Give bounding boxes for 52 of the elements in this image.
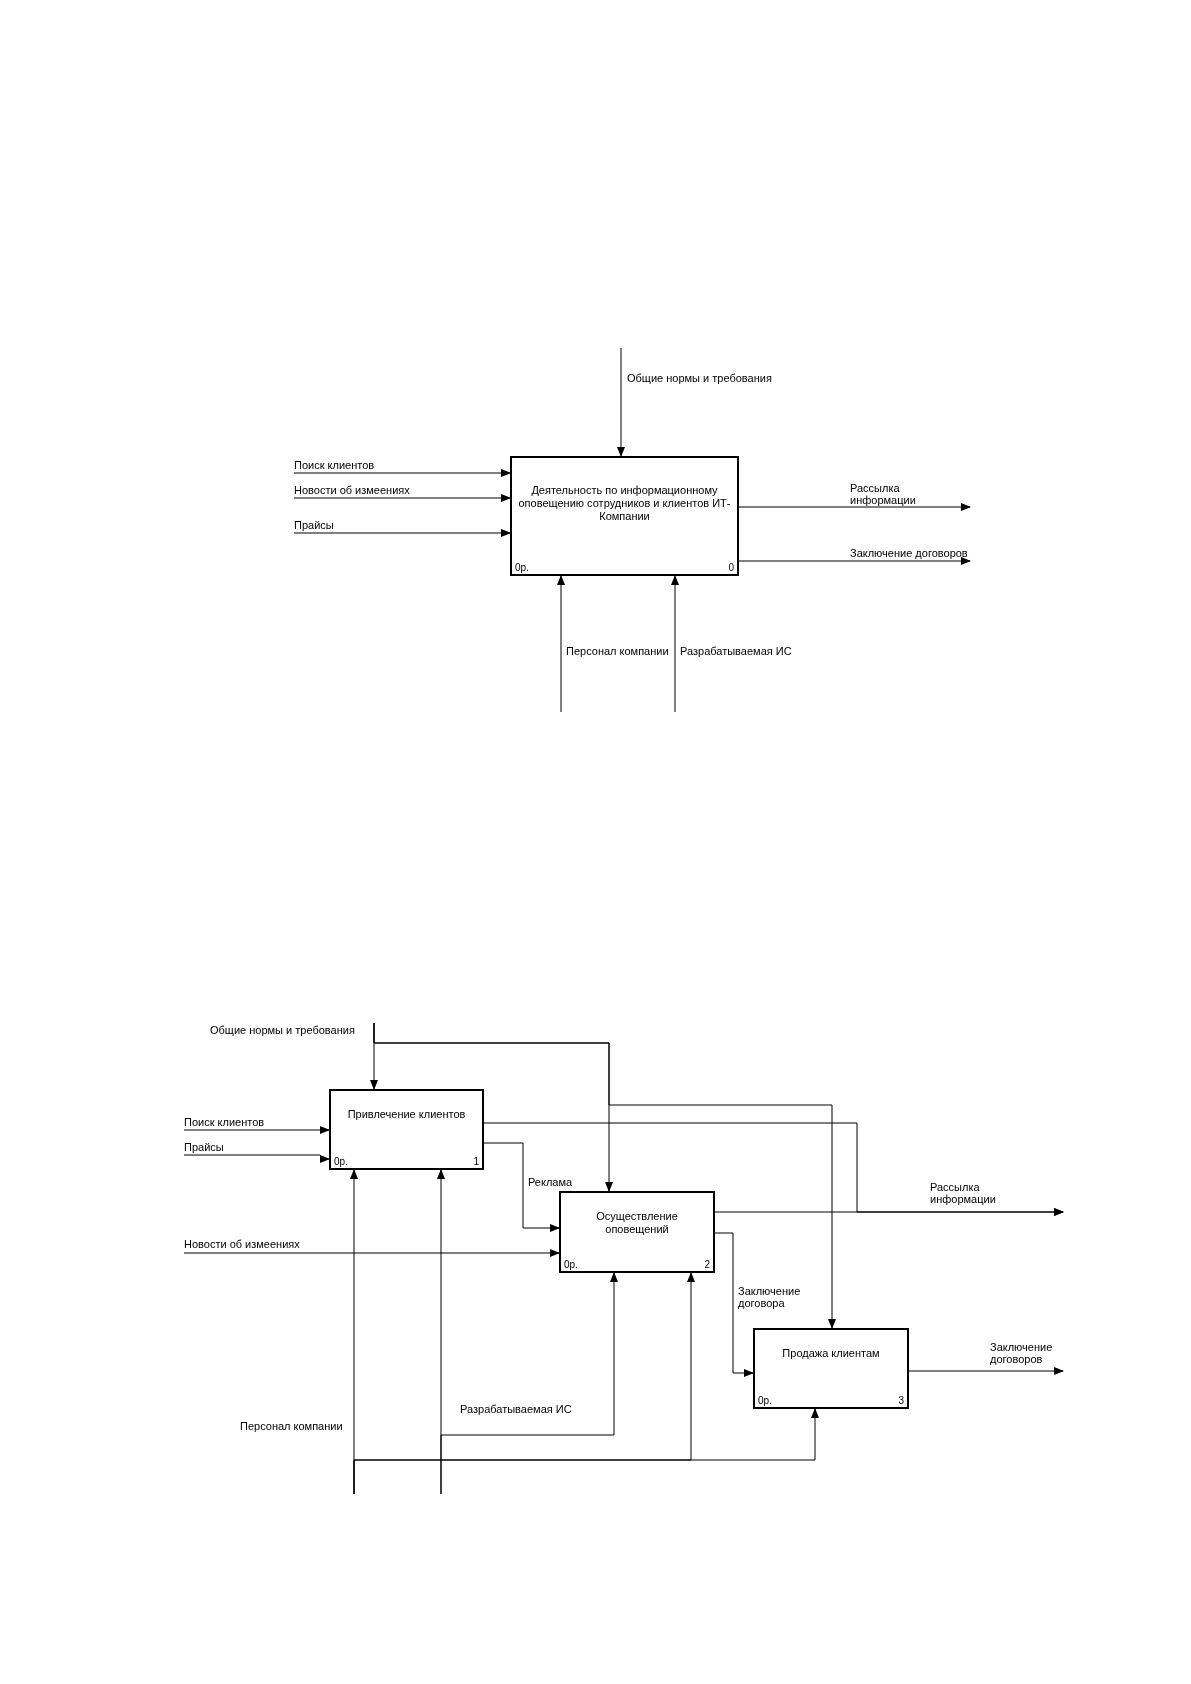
arrow: [293, 469, 511, 477]
edge-label: Прайсы: [294, 519, 334, 531]
box-title: Деятельность по информационному оповещению сотрудников и клиентов ИТ-Компании: [518, 483, 731, 523]
box-code: 0р.: [564, 1259, 578, 1270]
arrow: [353, 1408, 819, 1495]
arrow: [714, 1208, 1064, 1216]
box-code: 0р.: [515, 562, 529, 573]
arrow: [183, 1249, 560, 1257]
box-title: Осуществление оповещений: [595, 1210, 679, 1237]
process-box: [559, 1191, 715, 1273]
arrow: [293, 494, 511, 502]
arrow: [908, 1367, 1064, 1375]
arrow: [617, 347, 625, 457]
edge-label: Прайсы: [184, 1141, 224, 1153]
edge-label: Разрабатываемая ИС: [460, 1403, 572, 1415]
arrow: [183, 1154, 330, 1163]
edge-label: Реклама: [528, 1176, 573, 1188]
edge-label: Поиск клиентов: [294, 459, 375, 471]
arrow: [557, 575, 565, 713]
edge-label: Заключение договоров: [850, 547, 968, 559]
box-number: 2: [704, 1259, 710, 1270]
edge-label: Персонал компании: [566, 645, 669, 657]
arrow: [714, 1232, 754, 1377]
edge-label: Заключение договора: [738, 1285, 802, 1309]
box-number: 3: [898, 1395, 904, 1406]
edge-label: Новости об измеениях: [294, 484, 410, 496]
arrow: [483, 1142, 560, 1232]
arrow: [293, 529, 511, 537]
process-box: [753, 1328, 909, 1409]
box-number: 1: [473, 1156, 479, 1167]
box-code: 0р.: [334, 1156, 348, 1167]
edge-label: Рассылка информации: [930, 1181, 997, 1205]
arrow: [671, 575, 679, 713]
arrow: [440, 1272, 618, 1495]
edge-label: Разрабатываемая ИС: [680, 645, 792, 657]
edge-label: Новости об измеениях: [184, 1238, 300, 1250]
arrow: [738, 503, 971, 511]
arrow: [738, 557, 971, 565]
arrow: [183, 1126, 330, 1134]
box-title: Продажа клиентам: [781, 1346, 881, 1360]
box-code: 0р.: [758, 1395, 772, 1406]
edge-label: Общие нормы и требования: [627, 372, 772, 384]
arrow: [373, 1022, 836, 1329]
edge-label: Общие нормы и требования: [210, 1024, 355, 1036]
process-box: [329, 1089, 484, 1170]
edge-label: Персонал компании: [240, 1420, 343, 1432]
edge-label: Заключение договоров: [990, 1341, 1054, 1365]
edge-label: Поиск клиентов: [184, 1116, 265, 1128]
process-box: [510, 456, 739, 576]
box-title: Привлечение клиентов: [346, 1107, 467, 1121]
box-number: 0: [728, 562, 734, 573]
edge-label: Рассылка информации: [850, 482, 917, 506]
